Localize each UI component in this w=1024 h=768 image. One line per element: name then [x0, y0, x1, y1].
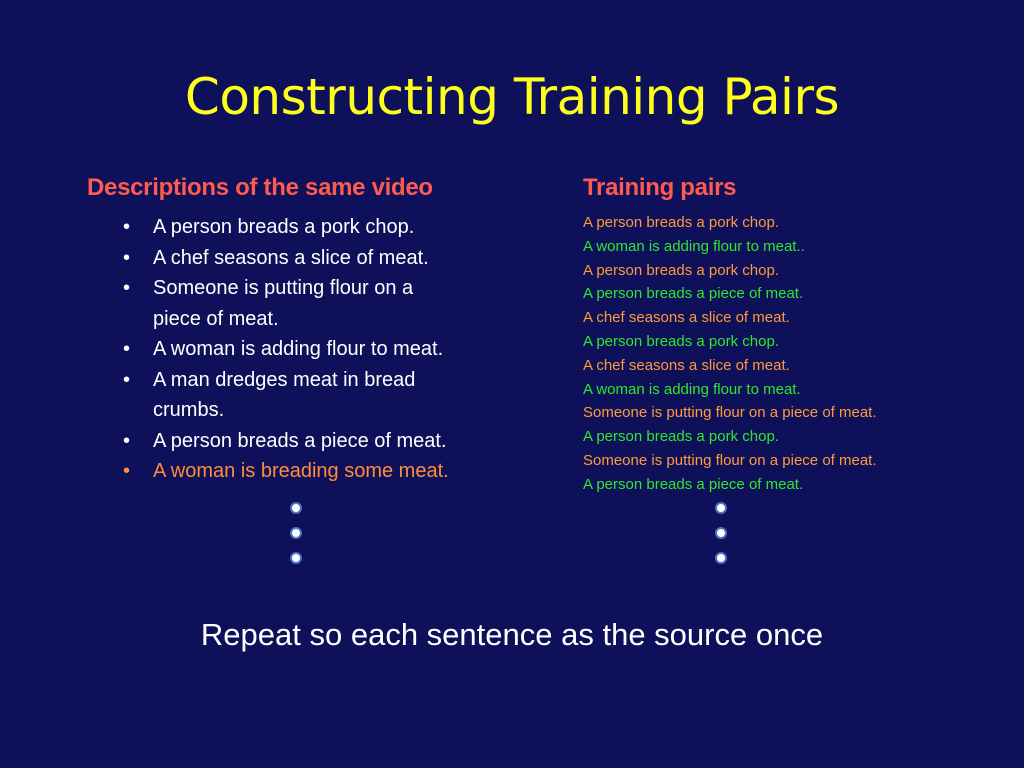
continuation-dots-left [290, 502, 302, 577]
bullet-icon: • [123, 246, 131, 269]
description-text: A person breads a pork chop. [153, 216, 415, 238]
training-pairs-list: A person breads a pork chop. A woman is a… [583, 211, 877, 497]
description-item: • A person breads a piece of meat. [118, 426, 518, 457]
bullet-icon: • [123, 368, 131, 391]
training-pairs-heading: Training pairs [583, 174, 737, 201]
description-item: • A chef seasons a slice of meat. [118, 243, 518, 274]
pair-target-line: A person breads a piece of meat. [583, 285, 804, 303]
ellipsis-dot [290, 552, 302, 564]
ellipsis-dot [290, 527, 302, 539]
continuation-dots-right [715, 502, 727, 577]
bullet-icon: • [123, 277, 131, 299]
bullet-icon: • [123, 216, 131, 238]
description-item: • Someone is putting flour on a piece of … [118, 273, 518, 334]
pair-target-line: A person breads a piece of meat. [583, 475, 804, 493]
ellipsis-dot [715, 502, 727, 514]
description-item: • A woman is adding flour to meat. [118, 334, 518, 365]
bullet-icon: • [123, 429, 131, 452]
description-text: A woman is adding flour to meat. [153, 338, 444, 360]
description-text: A person breads a piece of meat. [153, 429, 447, 452]
pair-source-line: Someone is putting flour on a piece of m… [583, 404, 877, 422]
pair-target-line: A woman is adding flour to meat.. [583, 237, 805, 255]
description-item: • A woman is breading some meat. [118, 456, 518, 487]
pair-source-line: Someone is putting flour on a piece of m… [583, 451, 877, 469]
description-text: Someone is putting flour on a piece of m… [153, 277, 414, 330]
pair-source-line: A person breads a pork chop. [583, 261, 779, 279]
ellipsis-dot [715, 552, 727, 564]
bullet-icon: • [123, 460, 131, 482]
pair-target-line: A person breads a pork chop. [583, 428, 779, 446]
descriptions-list: • A person breads a pork chop. • A chef sea… [118, 212, 518, 487]
description-item: • A person breads a pork chop. [118, 212, 518, 243]
description-text: A woman is breading some meat. [153, 460, 449, 482]
descriptions-heading: Descriptions of the same video [87, 174, 433, 201]
ellipsis-dot [715, 527, 727, 539]
description-text: A chef seasons a slice of meat. [153, 246, 429, 269]
description-item: • A man dredges meat in bread crumbs. [118, 365, 518, 426]
pair-source-line: A person breads a pork chop. [583, 214, 779, 231]
pair-target-line: A woman is adding flour to meat. [583, 380, 801, 398]
ellipsis-dot [290, 502, 302, 514]
bullet-icon: • [123, 338, 131, 360]
footer-caption: Repeat so each sentence as the source on… [200, 617, 824, 652]
pair-source-line: A chef seasons a slice of meat. [583, 309, 790, 327]
slide-title: Constructing Training Pairs [184, 68, 840, 126]
pair-target-line: A person breads a pork chop. [583, 332, 779, 350]
pair-source-line: A chef seasons a slice of meat. [583, 356, 790, 374]
description-text: A man dredges meat in bread crumbs. [153, 368, 416, 422]
